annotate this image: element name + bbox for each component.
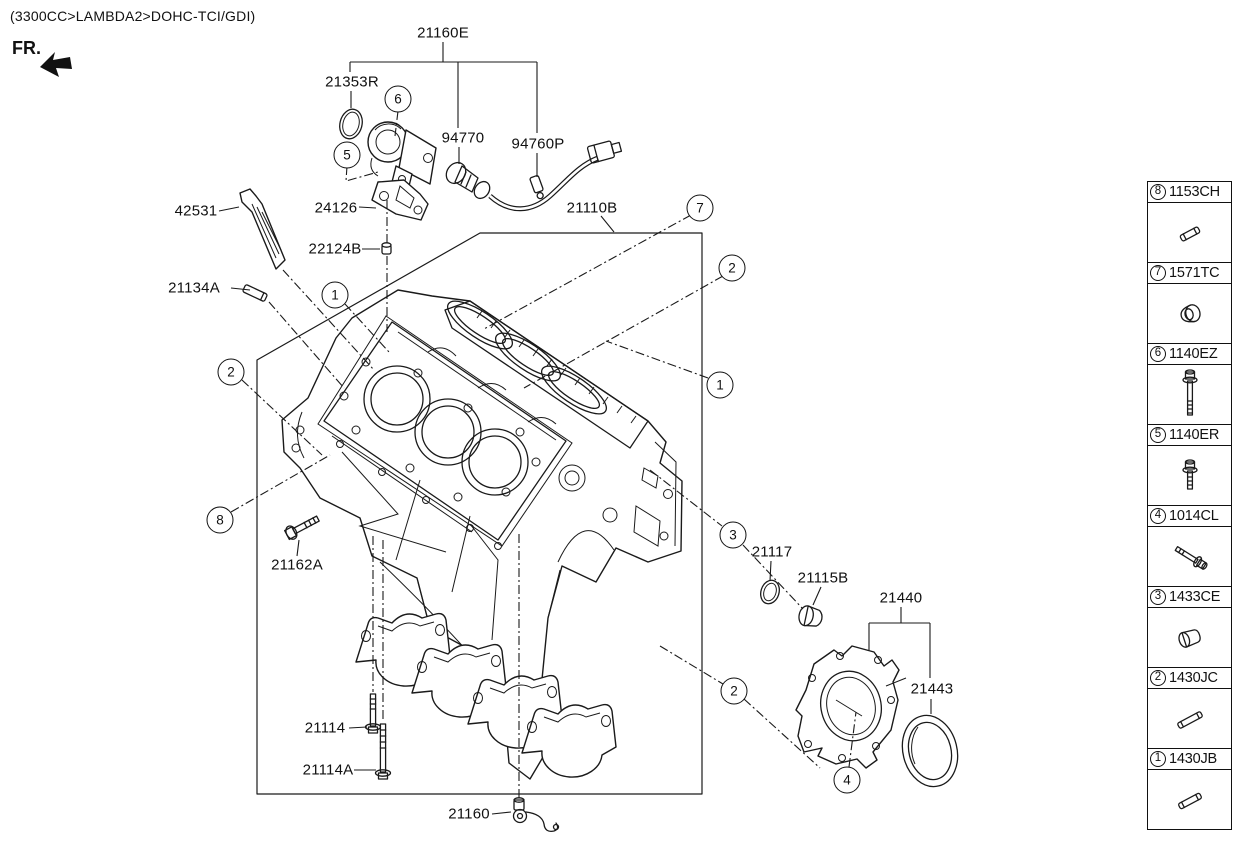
angled-bolt-icon bbox=[1174, 545, 1208, 570]
callout-1-left[interactable]: 1 bbox=[321, 281, 349, 309]
legend-num-badge: 8 bbox=[1150, 184, 1166, 200]
legend-part-code: 1430JB bbox=[1169, 751, 1217, 767]
legend-num-badge: 7 bbox=[1150, 265, 1166, 281]
part-label-94760P[interactable]: 94760P bbox=[511, 135, 565, 153]
legend-part-code: 1571TC bbox=[1169, 265, 1220, 281]
legend-num-badge: 5 bbox=[1150, 427, 1166, 443]
short-bolt-icon bbox=[1181, 458, 1198, 490]
legend-row-1571TC[interactable]: 7 1571TC bbox=[1147, 262, 1232, 344]
legend-num-badge: 2 bbox=[1150, 670, 1166, 686]
dowel-pin-icon bbox=[1179, 226, 1200, 241]
legend-part-code: 1140EZ bbox=[1169, 346, 1218, 362]
part-label-94770[interactable]: 94770 bbox=[441, 129, 485, 147]
legend-row-1153CH[interactable]: 8 1153CH bbox=[1147, 181, 1232, 263]
callout-8[interactable]: 8 bbox=[206, 506, 234, 534]
part-label-21115B[interactable]: 21115B bbox=[797, 569, 849, 587]
legend-num-badge: 4 bbox=[1150, 508, 1166, 524]
callout-2-bottom[interactable]: 2 bbox=[720, 677, 748, 705]
legend-row-1140EZ[interactable]: 6 1140EZ bbox=[1147, 343, 1232, 425]
legend-part-code: 1014CL bbox=[1169, 508, 1219, 524]
part-label-24126[interactable]: 24126 bbox=[314, 199, 358, 217]
callout-7[interactable]: 7 bbox=[686, 194, 714, 222]
page-title: (3300CC>LAMBDA2>DOHC-TCI/GDI) bbox=[10, 8, 256, 24]
part-label-21117[interactable]: 21117 bbox=[751, 543, 793, 561]
dowel-pin-icon bbox=[1177, 792, 1202, 809]
callout-3[interactable]: 3 bbox=[719, 521, 747, 549]
legend-row-1430JB[interactable]: 1 1430JB bbox=[1147, 748, 1232, 830]
part-label-21114A[interactable]: 21114A bbox=[302, 761, 354, 779]
legend-row-1014CL[interactable]: 4 1014CL bbox=[1147, 505, 1232, 587]
cup-plug-icon bbox=[1179, 303, 1201, 322]
legend-row-1433CE[interactable]: 3 1433CE bbox=[1147, 586, 1232, 668]
callout-5[interactable]: 5 bbox=[333, 141, 361, 169]
legend-num-badge: 3 bbox=[1150, 589, 1166, 605]
legend-num-badge: 1 bbox=[1150, 751, 1166, 767]
callout-4[interactable]: 4 bbox=[833, 766, 861, 794]
dowel-pin-icon bbox=[1176, 710, 1203, 729]
callout-1-right[interactable]: 1 bbox=[706, 371, 734, 399]
part-label-21440[interactable]: 21440 bbox=[879, 589, 923, 607]
fr-label: FR. bbox=[12, 38, 41, 58]
part-label-21443[interactable]: 21443 bbox=[910, 680, 954, 698]
part-label-21353R[interactable]: 21353R bbox=[325, 73, 379, 91]
part-label-42531[interactable]: 42531 bbox=[174, 202, 218, 220]
legend-part-code: 1433CE bbox=[1169, 589, 1221, 605]
callout-6[interactable]: 6 bbox=[384, 85, 412, 113]
legend-part-code: 1140ER bbox=[1169, 427, 1220, 443]
fr-arrow-icon bbox=[40, 52, 72, 77]
part-label-21160[interactable]: 21160 bbox=[448, 805, 490, 823]
part-label-21162A[interactable]: 21162A bbox=[271, 556, 323, 574]
legend-row-1430JC[interactable]: 2 1430JC bbox=[1147, 667, 1232, 749]
part-label-21114[interactable]: 21114 bbox=[304, 719, 346, 737]
part-label-21134A[interactable]: 21134A bbox=[168, 279, 220, 297]
callout-2-top[interactable]: 2 bbox=[718, 254, 746, 282]
legend-part-code: 1153CH bbox=[1169, 184, 1220, 200]
long-bolt-icon bbox=[1181, 368, 1198, 416]
part-label-21110B[interactable]: 21110B bbox=[566, 199, 618, 217]
part-label-21160E[interactable]: 21160E bbox=[417, 24, 469, 42]
legend-row-1140ER[interactable]: 5 1140ER bbox=[1147, 424, 1232, 506]
part-label-22124B[interactable]: 22124B bbox=[308, 240, 362, 258]
hardware-legend: 8 1153CH 7 1571TC bbox=[1147, 181, 1232, 830]
cylinder-plug-icon bbox=[1177, 628, 1201, 648]
legend-part-code: 1430JC bbox=[1169, 670, 1218, 686]
legend-num-badge: 6 bbox=[1150, 346, 1166, 362]
callout-2-left[interactable]: 2 bbox=[217, 358, 245, 386]
